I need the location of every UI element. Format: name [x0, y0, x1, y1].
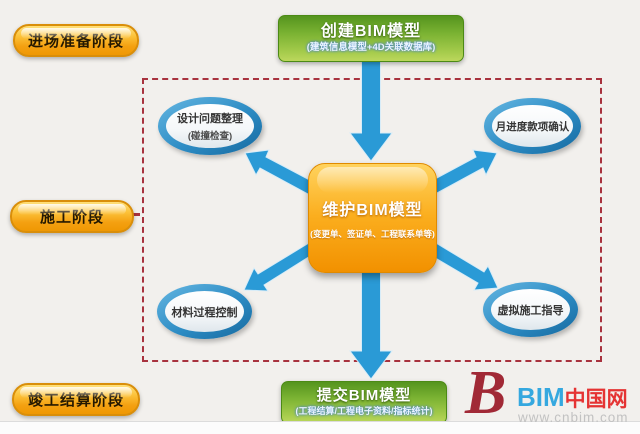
watermark-brand: BIM中国网 [517, 382, 628, 413]
node-title: 虚拟施工指导 [497, 304, 564, 317]
node-subtitle: (碰撞检查) [187, 131, 233, 142]
create-bim-title: 创建BIM模型 [320, 22, 422, 40]
submit-bim-title: 提交BIM模型 [316, 386, 412, 404]
watermark-brand-cn: 中国网 [564, 388, 628, 411]
node-virtual-guidance-face: 虚拟施工指导 [491, 289, 570, 330]
node-design-issues-face: 设计问题整理 (碰撞检查) [166, 104, 254, 148]
phase-pill-label: 进场准备阶段 [27, 33, 124, 50]
maintain-bim-box: 维护BIM模型 (变更单、签证单、工程联系单等) [308, 163, 437, 273]
maintain-bim-title: 维护BIM模型 [322, 202, 423, 219]
phase-pill-label: 竣工结算阶段 [27, 392, 124, 409]
submit-bim-subtitle: (工程结算/工程电子资料/指标统计) [295, 405, 433, 416]
submit-bim-box: 提交BIM模型 (工程结算/工程电子资料/指标统计) [281, 381, 447, 424]
create-bim-box: 创建BIM模型 (建筑信息模型+4D关联数据库) [278, 15, 464, 62]
node-title: 设计问题整理 [177, 113, 243, 125]
node-material-control: 材料过程控制 [157, 284, 252, 339]
bottom-strip [0, 421, 640, 434]
watermark: B BIM中国网 www.cnbim.com [465, 362, 640, 430]
watermark-logo-b: B [465, 359, 507, 427]
node-monthly-payment: 月进度款项确认 [484, 98, 581, 154]
node-virtual-guidance: 虚拟施工指导 [483, 282, 578, 337]
phase-pill-label: 施工阶段 [39, 209, 104, 226]
node-monthly-payment-face: 月进度款项确认 [492, 105, 573, 147]
watermark-brand-bim: BIM [517, 382, 565, 412]
node-design-issues: 设计问题整理 (碰撞检查) [158, 97, 262, 155]
node-material-control-face: 材料过程控制 [165, 291, 244, 332]
node-title: 月进度款项确认 [495, 120, 570, 133]
phase-pill-settlement: 竣工结算阶段 [12, 383, 140, 416]
node-title: 材料过程控制 [171, 306, 238, 319]
maintain-bim-subtitle: (变更单、签证单、工程联系单等) [310, 229, 435, 239]
construction-connector-dash [131, 213, 140, 216]
phase-pill-preparation: 进场准备阶段 [13, 24, 139, 57]
create-bim-subtitle: (建筑信息模型+4D关联数据库) [306, 41, 436, 53]
watermark-url: www.cnbim.com [518, 410, 629, 425]
phase-pill-construction: 施工阶段 [10, 200, 134, 233]
